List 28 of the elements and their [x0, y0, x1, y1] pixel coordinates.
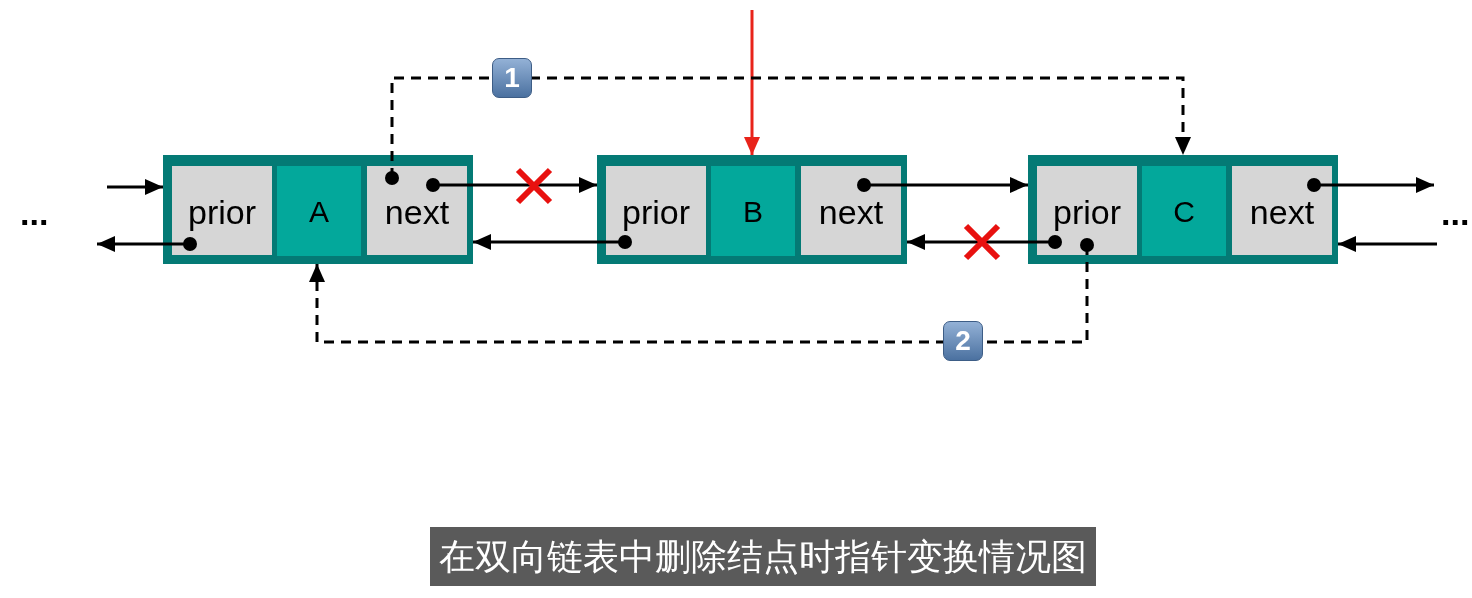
data-field-cell: B	[711, 166, 795, 256]
prior-field-cell: prior	[1037, 166, 1137, 255]
data-field-cell: A	[277, 166, 361, 256]
next-field-cell: next	[367, 166, 467, 255]
arrow	[473, 234, 632, 250]
arrow	[1307, 177, 1434, 193]
arrow	[857, 177, 1028, 193]
arrow	[907, 234, 1062, 250]
arrow	[744, 10, 760, 155]
arrow	[97, 236, 197, 252]
prior-field-cell: prior	[172, 166, 272, 255]
prior-field-cell: prior	[606, 166, 706, 255]
ellipsis-label: ...	[1441, 196, 1470, 230]
data-field-cell: C	[1142, 166, 1226, 256]
list-node-box	[1028, 155, 1338, 264]
arrow	[107, 179, 163, 195]
arrow	[426, 177, 597, 193]
next-field-cell: next	[801, 166, 901, 255]
dashed-arrow	[385, 76, 1191, 185]
caption-bar: 在双向链表中删除结点时指针变换情况图	[430, 527, 1096, 586]
next-field-cell: next	[1232, 166, 1332, 255]
number-badge: 2	[943, 321, 983, 361]
dashed-arrow	[309, 238, 1094, 344]
number-badge: 1	[492, 58, 532, 98]
arrow	[1338, 236, 1437, 252]
ellipsis-label: ...	[20, 196, 49, 230]
list-node-box	[597, 155, 907, 264]
list-node-box	[163, 155, 473, 264]
